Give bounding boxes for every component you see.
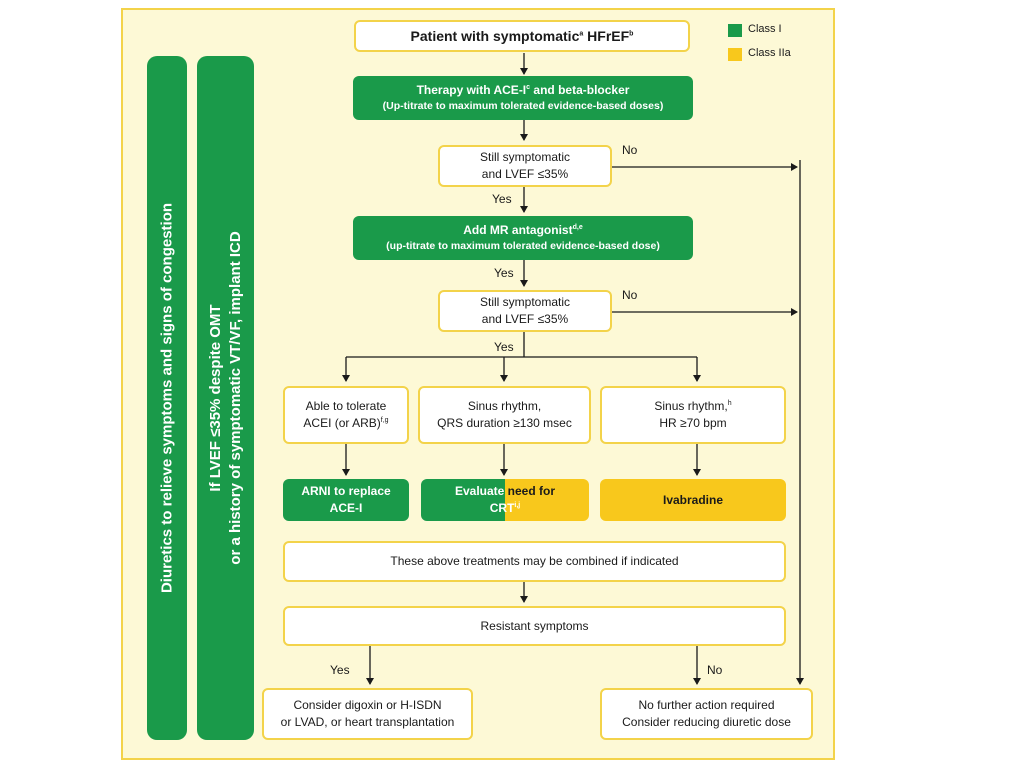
label-yes-2: Yes	[494, 340, 514, 354]
mra-node: Add MR antagonistd,e(up-titrate to maxim…	[353, 216, 693, 260]
label-yes-mra: Yes	[494, 266, 514, 280]
legend-swatch-class2a	[728, 48, 742, 61]
label-yes-3: Yes	[330, 663, 350, 677]
label-yes-1: Yes	[492, 192, 512, 206]
label-no-2: No	[622, 288, 638, 302]
therapy-node: Therapy with ACE-Ic and beta-blocker(Up-…	[353, 76, 693, 120]
legend-label-class2a: Class IIa	[748, 47, 791, 59]
label-no-1: No	[622, 143, 638, 157]
resistant-node: Resistant symptoms	[283, 606, 786, 646]
diuretics-bar: Diuretics to relieve symptoms and signs …	[147, 56, 187, 740]
legend-label-class1: Class I	[748, 23, 782, 35]
legend-swatch-class1	[728, 24, 742, 37]
start-node: Patient with symptomatica HFrEFb	[354, 20, 690, 52]
sinus-qrs-node: Sinus rhythm,QRS duration ≥130 msec	[418, 386, 591, 444]
ivabradine-node: Ivabradine	[600, 479, 786, 521]
label-no-3: No	[707, 663, 723, 677]
combined-node: These above treatments may be combined i…	[283, 541, 786, 582]
icd-bar: If LVEF ≤35% despite OMT or a history of…	[197, 56, 254, 740]
